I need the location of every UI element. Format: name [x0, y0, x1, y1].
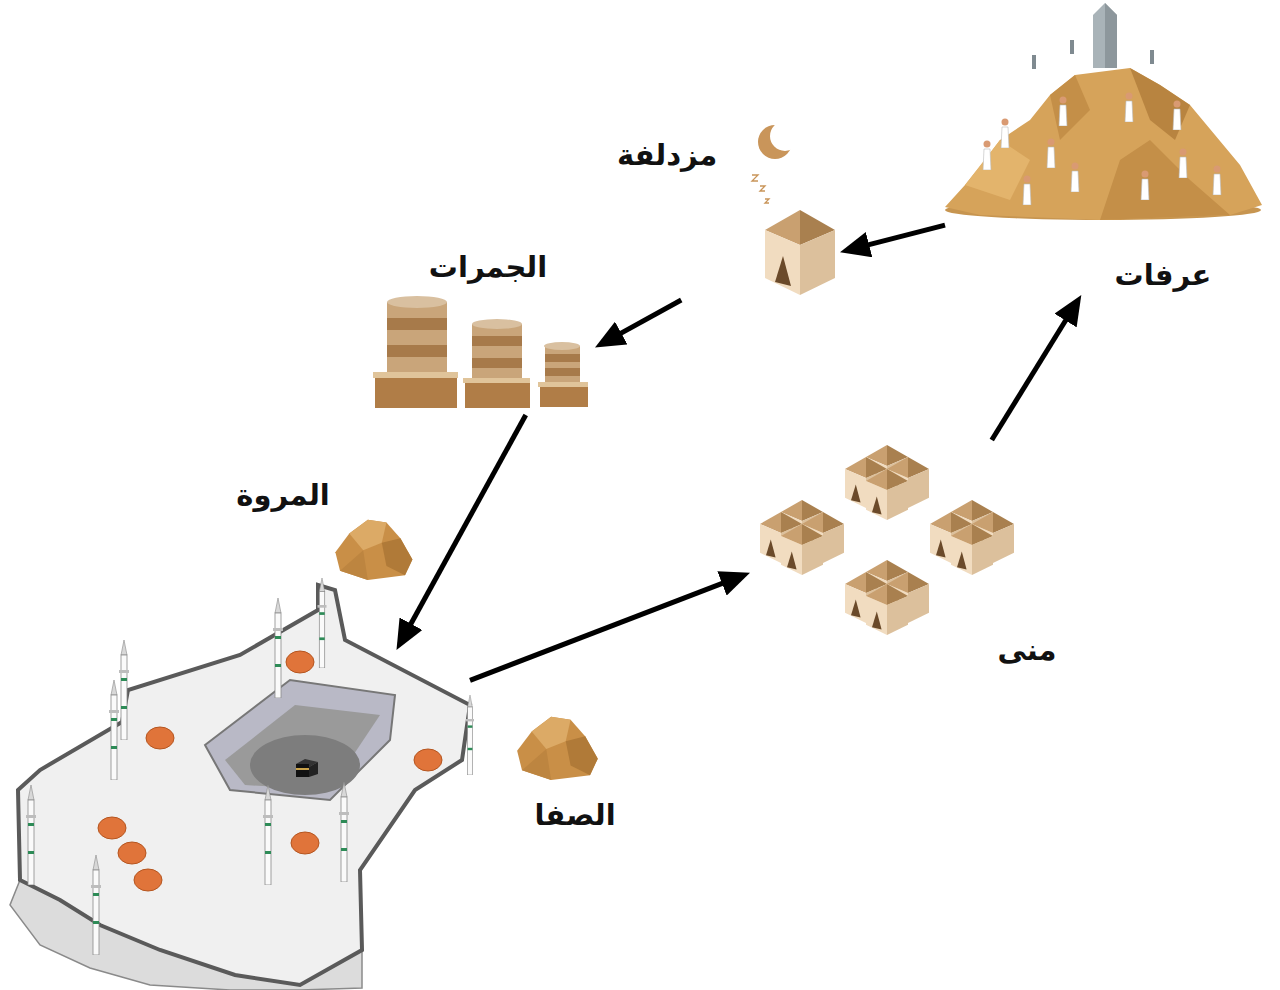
arafat-mountain [945, 3, 1262, 220]
route-arrow [992, 312, 1071, 440]
grand-mosque-part [118, 842, 146, 864]
grand-mosque-part [263, 785, 273, 885]
arafat-mountain-part [1130, 68, 1190, 140]
route-arrow [613, 300, 682, 338]
muzdalifah-camp-part [770, 121, 800, 151]
arafat-mountain-part [1001, 119, 1009, 149]
route-arrow [859, 225, 945, 247]
jamarat-pillars-part [463, 378, 530, 383]
jamarat-pillars-part [472, 336, 522, 346]
arafat-mountain-part [1141, 171, 1149, 201]
location-node: الجمرات [365, 245, 595, 415]
jamarat-pillars-part [472, 324, 522, 378]
arafat-mountain-part [1173, 101, 1181, 131]
jamarat-pillars-part [544, 342, 580, 350]
grand-mosque-part [119, 640, 129, 740]
arafat-mountain-part [1125, 93, 1133, 123]
jamarat-pillars-part [387, 296, 447, 308]
mina-tents [760, 445, 1014, 635]
mina-tents-part [866, 469, 908, 520]
grand-mosque-part [273, 598, 283, 698]
grand-mosque-part [318, 578, 327, 668]
grand-mosque-part [146, 727, 174, 749]
arafat-mountain-part [1150, 50, 1154, 64]
arafat-mountain-part [945, 68, 1262, 220]
jamarat-pillars-part [472, 358, 522, 368]
grand-mosque-part [291, 832, 319, 854]
grand-mosque-part [98, 817, 126, 839]
arafat-mountain-part [1050, 75, 1090, 140]
muzdalifah-camp-part [765, 210, 835, 295]
arafat-mountain-part [1213, 166, 1221, 196]
arafat-mountain-part [1032, 55, 1036, 69]
jamarat-pillars-part [387, 302, 447, 372]
location-node: منى [750, 440, 1060, 675]
grand-mosque-part [91, 855, 101, 955]
location-node: مزدلفة [610, 120, 840, 300]
jamarat-pillars-part [538, 382, 588, 387]
place-label: عرفات [1115, 258, 1212, 293]
place-label: الجمرات [429, 250, 547, 285]
jamarat-pillars-part [375, 378, 457, 408]
mina-tents-part [781, 524, 823, 575]
arafat-mountain-part [1071, 163, 1079, 193]
jamarat-pillars-part [545, 354, 580, 362]
jamarat-pillars-part [540, 387, 588, 407]
route-arrow [406, 415, 526, 632]
muzdalifah-camp [752, 121, 835, 295]
safa-marwa-rocks-part [517, 717, 598, 780]
grand-mosque-part [18, 585, 470, 985]
grand-mosque-part [296, 764, 309, 777]
jamarat-pillars-part [465, 383, 530, 408]
grand-mosque-part [414, 749, 442, 771]
grand-mosque-part [339, 782, 349, 882]
arafat-mountain-part [1105, 3, 1117, 68]
grand-mosque-part [205, 680, 395, 800]
muzdalifah-camp-part [760, 186, 765, 191]
arafat-mountain-part [1059, 97, 1067, 127]
grand-mosque-part [286, 651, 314, 673]
mina-tents-part [866, 584, 908, 635]
arafat-mountain-part [1047, 139, 1055, 169]
grand-mosque [10, 578, 474, 990]
arafat-mountain-part [965, 140, 1030, 200]
location-node: عرفات [945, 5, 1265, 295]
grand-mosque-part [134, 869, 162, 891]
arafat-mountain-part [1023, 176, 1031, 206]
muzdalifah-camp-part [752, 175, 758, 181]
jamarat-pillars-part [387, 318, 447, 330]
place-label: الصفا [534, 798, 615, 833]
jamarat-pillars-part [387, 345, 447, 357]
jamarat-pillars-part [472, 319, 522, 329]
grand-mosque-part [296, 768, 309, 770]
arafat-mountain-part [1179, 149, 1187, 179]
muzdalifah-camp-part [765, 199, 769, 203]
safa-marwa-rocks-part [335, 520, 412, 580]
jamarat-pillars-part [545, 346, 580, 382]
jamarat-pillars [373, 296, 588, 408]
arafat-mountain-part [983, 141, 991, 171]
route-arrow [470, 580, 731, 681]
location-node: المروةالصفا [0, 650, 470, 990]
arafat-mountain-part [1070, 40, 1074, 54]
arafat-mountain-part [1100, 140, 1230, 220]
arafat-mountain-part [1093, 3, 1117, 68]
mina-tents-part [951, 524, 993, 575]
grand-mosque-part [466, 695, 474, 775]
grand-mosque-part [109, 680, 119, 780]
place-label: المروة [236, 478, 329, 513]
place-label: مزدلفة [617, 138, 717, 173]
place-label: منى [997, 633, 1056, 668]
grand-mosque-part [309, 762, 318, 777]
jamarat-pillars-part [545, 368, 580, 376]
jamarat-pillars-part [373, 372, 458, 378]
grand-mosque-part [26, 785, 36, 885]
